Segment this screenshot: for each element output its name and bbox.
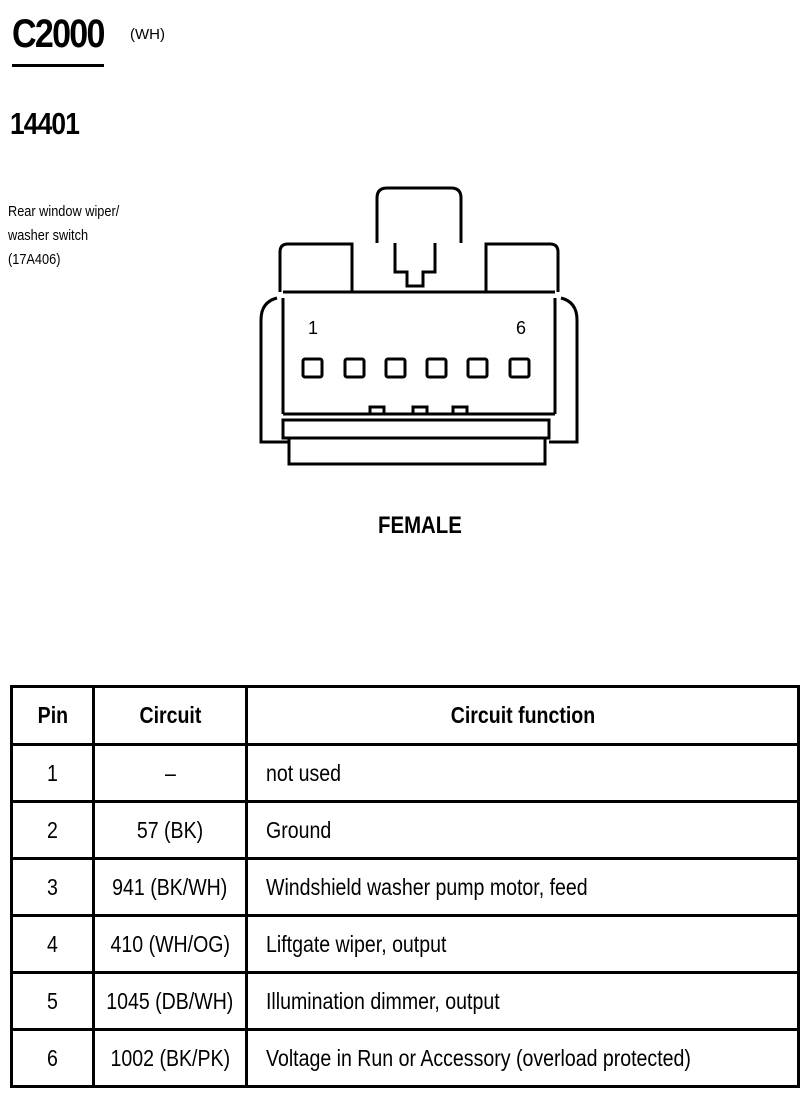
pin-label-first: 1 xyxy=(308,318,318,338)
pin-cavity-1 xyxy=(301,357,324,379)
description-line-2: washer switch xyxy=(8,227,89,244)
connector-face-diagram: 1 6 xyxy=(259,186,579,466)
key-2 xyxy=(411,405,429,416)
connector-id: C2000 xyxy=(12,12,105,56)
circuit-cell: 1002 (BK/PK) xyxy=(92,1028,248,1088)
pin-cell: 6 xyxy=(10,1028,95,1088)
function-cell: Voltage in Run or Accessory (overload pr… xyxy=(245,1028,800,1088)
function-cell: not used xyxy=(245,743,800,803)
left-upper-block xyxy=(278,242,354,292)
table-row: 5 1045 (DB/WH) Illumination dimmer, outp… xyxy=(10,971,800,1031)
function-cell: Illumination dimmer, output xyxy=(245,971,800,1031)
connector-gender-label: FEMALE xyxy=(378,512,462,539)
table-row: 1 – not used xyxy=(10,743,800,803)
header-pin: Pin xyxy=(10,685,95,746)
latch-tab xyxy=(393,243,437,288)
key-3 xyxy=(451,405,469,416)
header-circuit-function: Circuit function xyxy=(245,685,800,746)
function-cell: Ground xyxy=(245,800,800,860)
right-outer-wall xyxy=(549,296,579,444)
table-row: 6 1002 (BK/PK) Voltage in Run or Accesso… xyxy=(10,1028,800,1088)
table-row: 3 941 (BK/WH) Windshield washer pump mot… xyxy=(10,857,800,917)
circuit-cell: 1045 (DB/WH) xyxy=(92,971,248,1031)
pin-cavity-5 xyxy=(466,357,489,379)
circuit-cell: 941 (BK/WH) xyxy=(92,857,248,917)
connector-color-code: (WH) xyxy=(130,26,165,43)
lower-rail xyxy=(281,418,551,440)
table-row: 4 410 (WH/OG) Liftgate wiper, output xyxy=(10,914,800,974)
key-1 xyxy=(368,405,386,416)
connector-latch xyxy=(375,186,463,243)
pin-cell: 1 xyxy=(10,743,95,803)
pin-cavity-3 xyxy=(384,357,407,379)
description-line-3: (17A406) xyxy=(8,251,61,268)
pinout-table: Pin Circuit Circuit function 1 – not use… xyxy=(10,685,800,1088)
left-outer-wall xyxy=(259,296,289,444)
table-row: 2 57 (BK) Ground xyxy=(10,800,800,860)
circuit-cell: 410 (WH/OG) xyxy=(92,914,248,974)
pin-cell: 2 xyxy=(10,800,95,860)
function-cell: Windshield washer pump motor, feed xyxy=(245,857,800,917)
pin-label-last: 6 xyxy=(516,318,526,338)
table-header-row: Pin Circuit Circuit function xyxy=(10,685,800,746)
right-upper-block xyxy=(484,242,560,292)
connector-body xyxy=(281,298,557,416)
component-description: Rear window wiper/ washer switch (17A406… xyxy=(8,200,119,272)
pin-cavity-6 xyxy=(508,357,531,379)
title-underline xyxy=(12,64,104,67)
pin-cavities xyxy=(301,357,531,379)
description-line-1: Rear window wiper/ xyxy=(8,203,120,220)
function-cell: Liftgate wiper, output xyxy=(245,914,800,974)
pin-cell: 3 xyxy=(10,857,95,917)
circuit-cell: 57 (BK) xyxy=(92,800,248,860)
circuit-cell: – xyxy=(92,743,248,803)
pin-cavity-2 xyxy=(343,357,366,379)
pin-cell: 4 xyxy=(10,914,95,974)
header-circuit: Circuit xyxy=(92,685,248,746)
pin-cavity-4 xyxy=(425,357,448,379)
pin-cell: 5 xyxy=(10,971,95,1031)
part-number: 14401 xyxy=(10,106,80,141)
base-plate xyxy=(287,436,547,466)
